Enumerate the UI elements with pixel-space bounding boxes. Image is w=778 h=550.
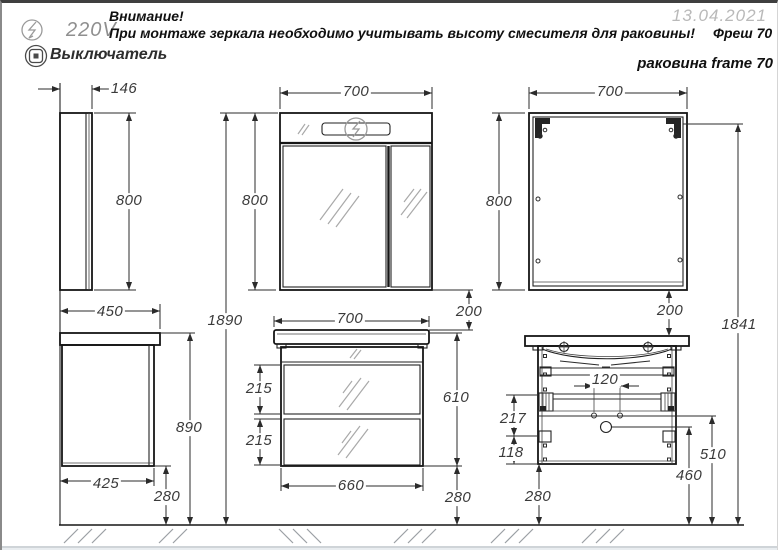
warning-line: При монтаже зеркала необходимо учитывать… [109, 25, 772, 41]
dim-drawer-top: 215 [243, 380, 275, 398]
dim-mirror-back-height: 800 [483, 193, 515, 211]
mirror-side-view [59, 112, 93, 291]
drawer-slide-right [660, 392, 676, 412]
dim-sink-depth: 450 [94, 303, 126, 321]
dim-drain-height: 460 [673, 467, 705, 485]
sink-basin-curve [541, 348, 673, 360]
dim-side-floor-gap: 280 [151, 488, 183, 506]
dim-bracket-height: 1841 [719, 316, 759, 334]
floor-hatch [63, 528, 625, 544]
warning-text: При монтаже зеркала необходимо учитывать… [109, 25, 696, 41]
sink-model-label: раковина frame 70 [637, 55, 773, 72]
dim-drawer-bottom: 215 [243, 432, 275, 450]
dim-cabinet-depth: 425 [90, 475, 122, 493]
dim-bottom-offset: 118 [496, 444, 526, 462]
side-panel-holes [543, 354, 671, 462]
mirror-hatch-right-door [400, 188, 428, 219]
switch-label: Выключатель [50, 46, 168, 63]
mirror-hatch-left-door [319, 188, 360, 228]
dim-total-height: 1890 [205, 312, 245, 330]
vanity-back-view [524, 335, 716, 465]
voltage-label: 220V [66, 19, 117, 41]
dim-mirror-side-height: 800 [113, 192, 145, 210]
dim-sink-width: 700 [334, 310, 366, 328]
date-label: 13.04.2021 [671, 6, 767, 25]
bottom-edge-line [2, 546, 777, 548]
dim-cabinet-height: 610 [440, 389, 472, 407]
dim-cabinet-width: 660 [335, 477, 367, 495]
dim-vanity-height: 890 [173, 419, 205, 437]
hanger-bracket-left [535, 118, 550, 138]
dim-mirror-front-height: 800 [239, 192, 271, 210]
faucet-hole-left [558, 341, 570, 353]
mirror-front-view [279, 112, 433, 291]
mirror-hatch-drawer1 [338, 377, 370, 411]
dim-back-floor-gap: 280 [522, 488, 554, 506]
dim-mirror-back-width: 700 [594, 83, 626, 101]
vanity-side-view [59, 332, 161, 467]
switch-icon [24, 44, 48, 68]
warning-title: Внимание! [109, 8, 184, 24]
dim-trap-height: 510 [697, 446, 729, 464]
model-label: Фреш 70 [713, 25, 773, 41]
mirror-back-view [528, 112, 688, 291]
dim-mirror-front-width: 700 [340, 83, 372, 101]
lamp-symbol [344, 117, 368, 141]
dim-mirror-front-gap: 200 [453, 303, 485, 321]
power-icon [21, 19, 43, 41]
bottom-edge-band [2, 547, 777, 550]
dim-front-floor-gap: 280 [442, 489, 474, 507]
vanity-front-view [273, 329, 430, 467]
dim-mirror-back-gap: 200 [654, 302, 686, 320]
mirror-hatch-drawer2 [337, 425, 369, 459]
dim-hanger-spacing: 120 [589, 371, 621, 389]
drawer-slide-left [538, 392, 554, 412]
dim-rail-offset: 217 [497, 410, 529, 428]
drawing-linework [21, 19, 744, 544]
hanger-bracket-right [666, 118, 681, 138]
faucet-hole-right [642, 341, 654, 353]
dim-mirror-side-depth: 146 [108, 80, 140, 98]
drain-hole [599, 420, 613, 434]
